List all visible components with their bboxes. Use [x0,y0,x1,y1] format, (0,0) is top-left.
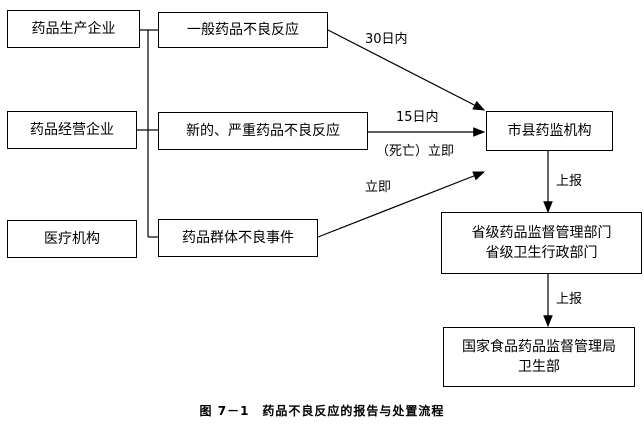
event-general: 一般药品不良反应 [158,12,328,48]
event-serious-label: 新的、严重药品不良反应 [186,123,340,139]
target-national: 国家食品药品监督管理局 卫生部 [443,327,635,387]
target-national-line-1: 国家食品药品监督管理局 [462,339,616,355]
arrow-general-to-county [327,29,486,111]
source-distributor: 药品经营企业 [7,111,137,149]
figure-caption: 图 7－1 药品不良反应的报告与处置流程 [199,404,445,418]
source-medical-label: 医疗机构 [44,231,100,247]
event-cluster-label: 药品群体不良事件 [182,230,294,246]
label-serious-death: （死亡）立即 [376,144,455,159]
target-province-line-1: 省级药品监督管理部门 [471,225,612,241]
label-serious-time: 15日内 [396,110,439,125]
target-county: 市县药监机构 [486,111,613,151]
label-general-time: 30日内 [365,32,408,47]
target-county-label: 市县药监机构 [507,123,592,139]
event-serious: 新的、严重药品不良反应 [158,112,368,150]
source-distributor-label: 药品经营企业 [30,122,114,138]
event-general-label: 一般药品不良反应 [187,22,299,38]
source-medical: 医疗机构 [7,220,137,258]
target-province-line-2: 省级卫生行政部门 [485,245,598,261]
label-cluster-time: 立即 [365,180,392,195]
label-report-up-1: 上报 [556,174,583,189]
arrow-cluster-to-county [317,171,486,238]
target-national-line-2: 卫生部 [518,359,560,375]
source-manufacturer-label: 药品生产企业 [31,21,116,37]
target-province: 省级药品监督管理部门 省级卫生行政部门 [441,212,642,274]
label-report-up-2: 上报 [556,292,583,307]
event-cluster: 药品群体不良事件 [158,219,318,257]
source-manufacturer: 药品生产企业 [7,10,140,48]
